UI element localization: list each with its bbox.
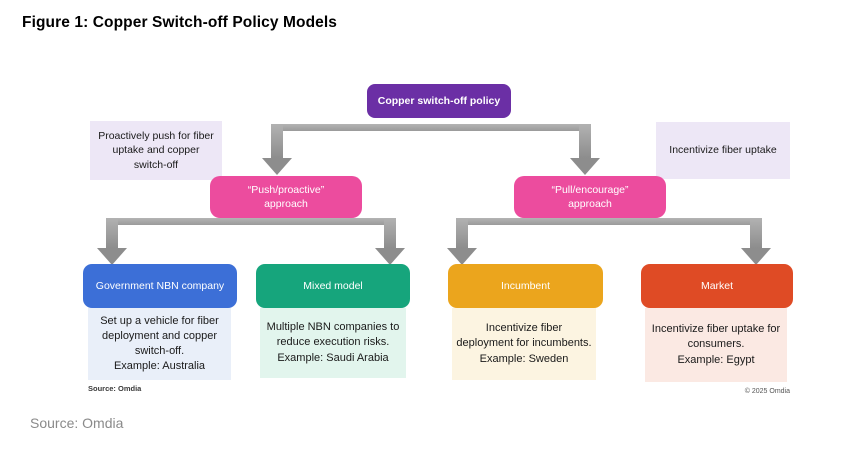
connector-bar-level1	[271, 124, 591, 131]
arrow-head-to-mixed-model-icon	[375, 248, 405, 265]
example-text: Example: Sweden	[479, 352, 569, 365]
arrow-head-to-market-icon	[741, 248, 771, 265]
node-market: Market	[641, 264, 793, 308]
figure-source-caption: Source: Omdia	[88, 384, 142, 393]
arrow-shaft-to-incumbent	[456, 218, 468, 248]
description-text: Set up a vehicle for fiber deployment an…	[100, 314, 219, 357]
branch-label-line2: approach	[264, 198, 308, 210]
arrow-shaft-to-government-nbn	[106, 218, 118, 248]
figure-title: Figure 1: Copper Switch-off Policy Model…	[22, 14, 337, 31]
node-incumbent: Incumbent	[448, 264, 603, 308]
description-market: Incentivize fiber uptake for consumers. …	[645, 308, 787, 382]
arrow-shaft-to-market	[750, 218, 762, 248]
arrow-head-to-pull-icon	[570, 158, 600, 175]
description-text: Multiple NBN companies to reduce executi…	[266, 321, 400, 349]
description-mixed-model: Multiple NBN companies to reduce executi…	[260, 308, 406, 378]
node-government-nbn-company: Government NBN company	[83, 264, 237, 308]
connector-bar-push-children	[106, 218, 396, 225]
arrow-head-to-incumbent-icon	[447, 248, 477, 265]
connector-bar-pull-children	[456, 218, 762, 225]
copyright-notice: © 2025 Omdia	[744, 388, 790, 395]
arrow-head-to-government-nbn-icon	[97, 248, 127, 265]
node-push-proactive-approach: “Push/proactive” approach	[210, 176, 362, 218]
annotation-pull-note: Incentivize fiber uptake	[656, 122, 790, 179]
branch-label-line1: “Pull/encourage”	[551, 183, 629, 196]
branch-label-line1: “Push/proactive”	[247, 183, 325, 196]
example-text: Example: Egypt	[677, 353, 755, 366]
description-text: Incentivize fiber deployment for incumbe…	[456, 322, 592, 350]
node-pull-encourage-approach: “Pull/encourage” approach	[514, 176, 666, 218]
arrow-shaft-to-push	[271, 124, 283, 158]
branch-label-line2: approach	[568, 198, 612, 210]
node-mixed-model: Mixed model	[256, 264, 410, 308]
description-government-nbn-company: Set up a vehicle for fiber deployment an…	[88, 308, 231, 380]
arrow-head-to-push-icon	[262, 158, 292, 175]
description-text: Incentivize fiber uptake for consumers.	[651, 323, 781, 351]
example-text: Example: Australia	[113, 360, 206, 373]
node-copper-switch-off-policy: Copper switch-off policy	[367, 84, 511, 118]
example-text: Example: Saudi Arabia	[277, 351, 389, 364]
arrow-shaft-to-mixed-model	[384, 218, 396, 248]
annotation-push-note: Proactively push for fiber uptake and co…	[90, 121, 222, 180]
arrow-shaft-to-pull	[579, 124, 591, 158]
description-incumbent: Incentivize fiber deployment for incumbe…	[452, 308, 596, 380]
page-source-caption: Source: Omdia	[30, 415, 124, 431]
